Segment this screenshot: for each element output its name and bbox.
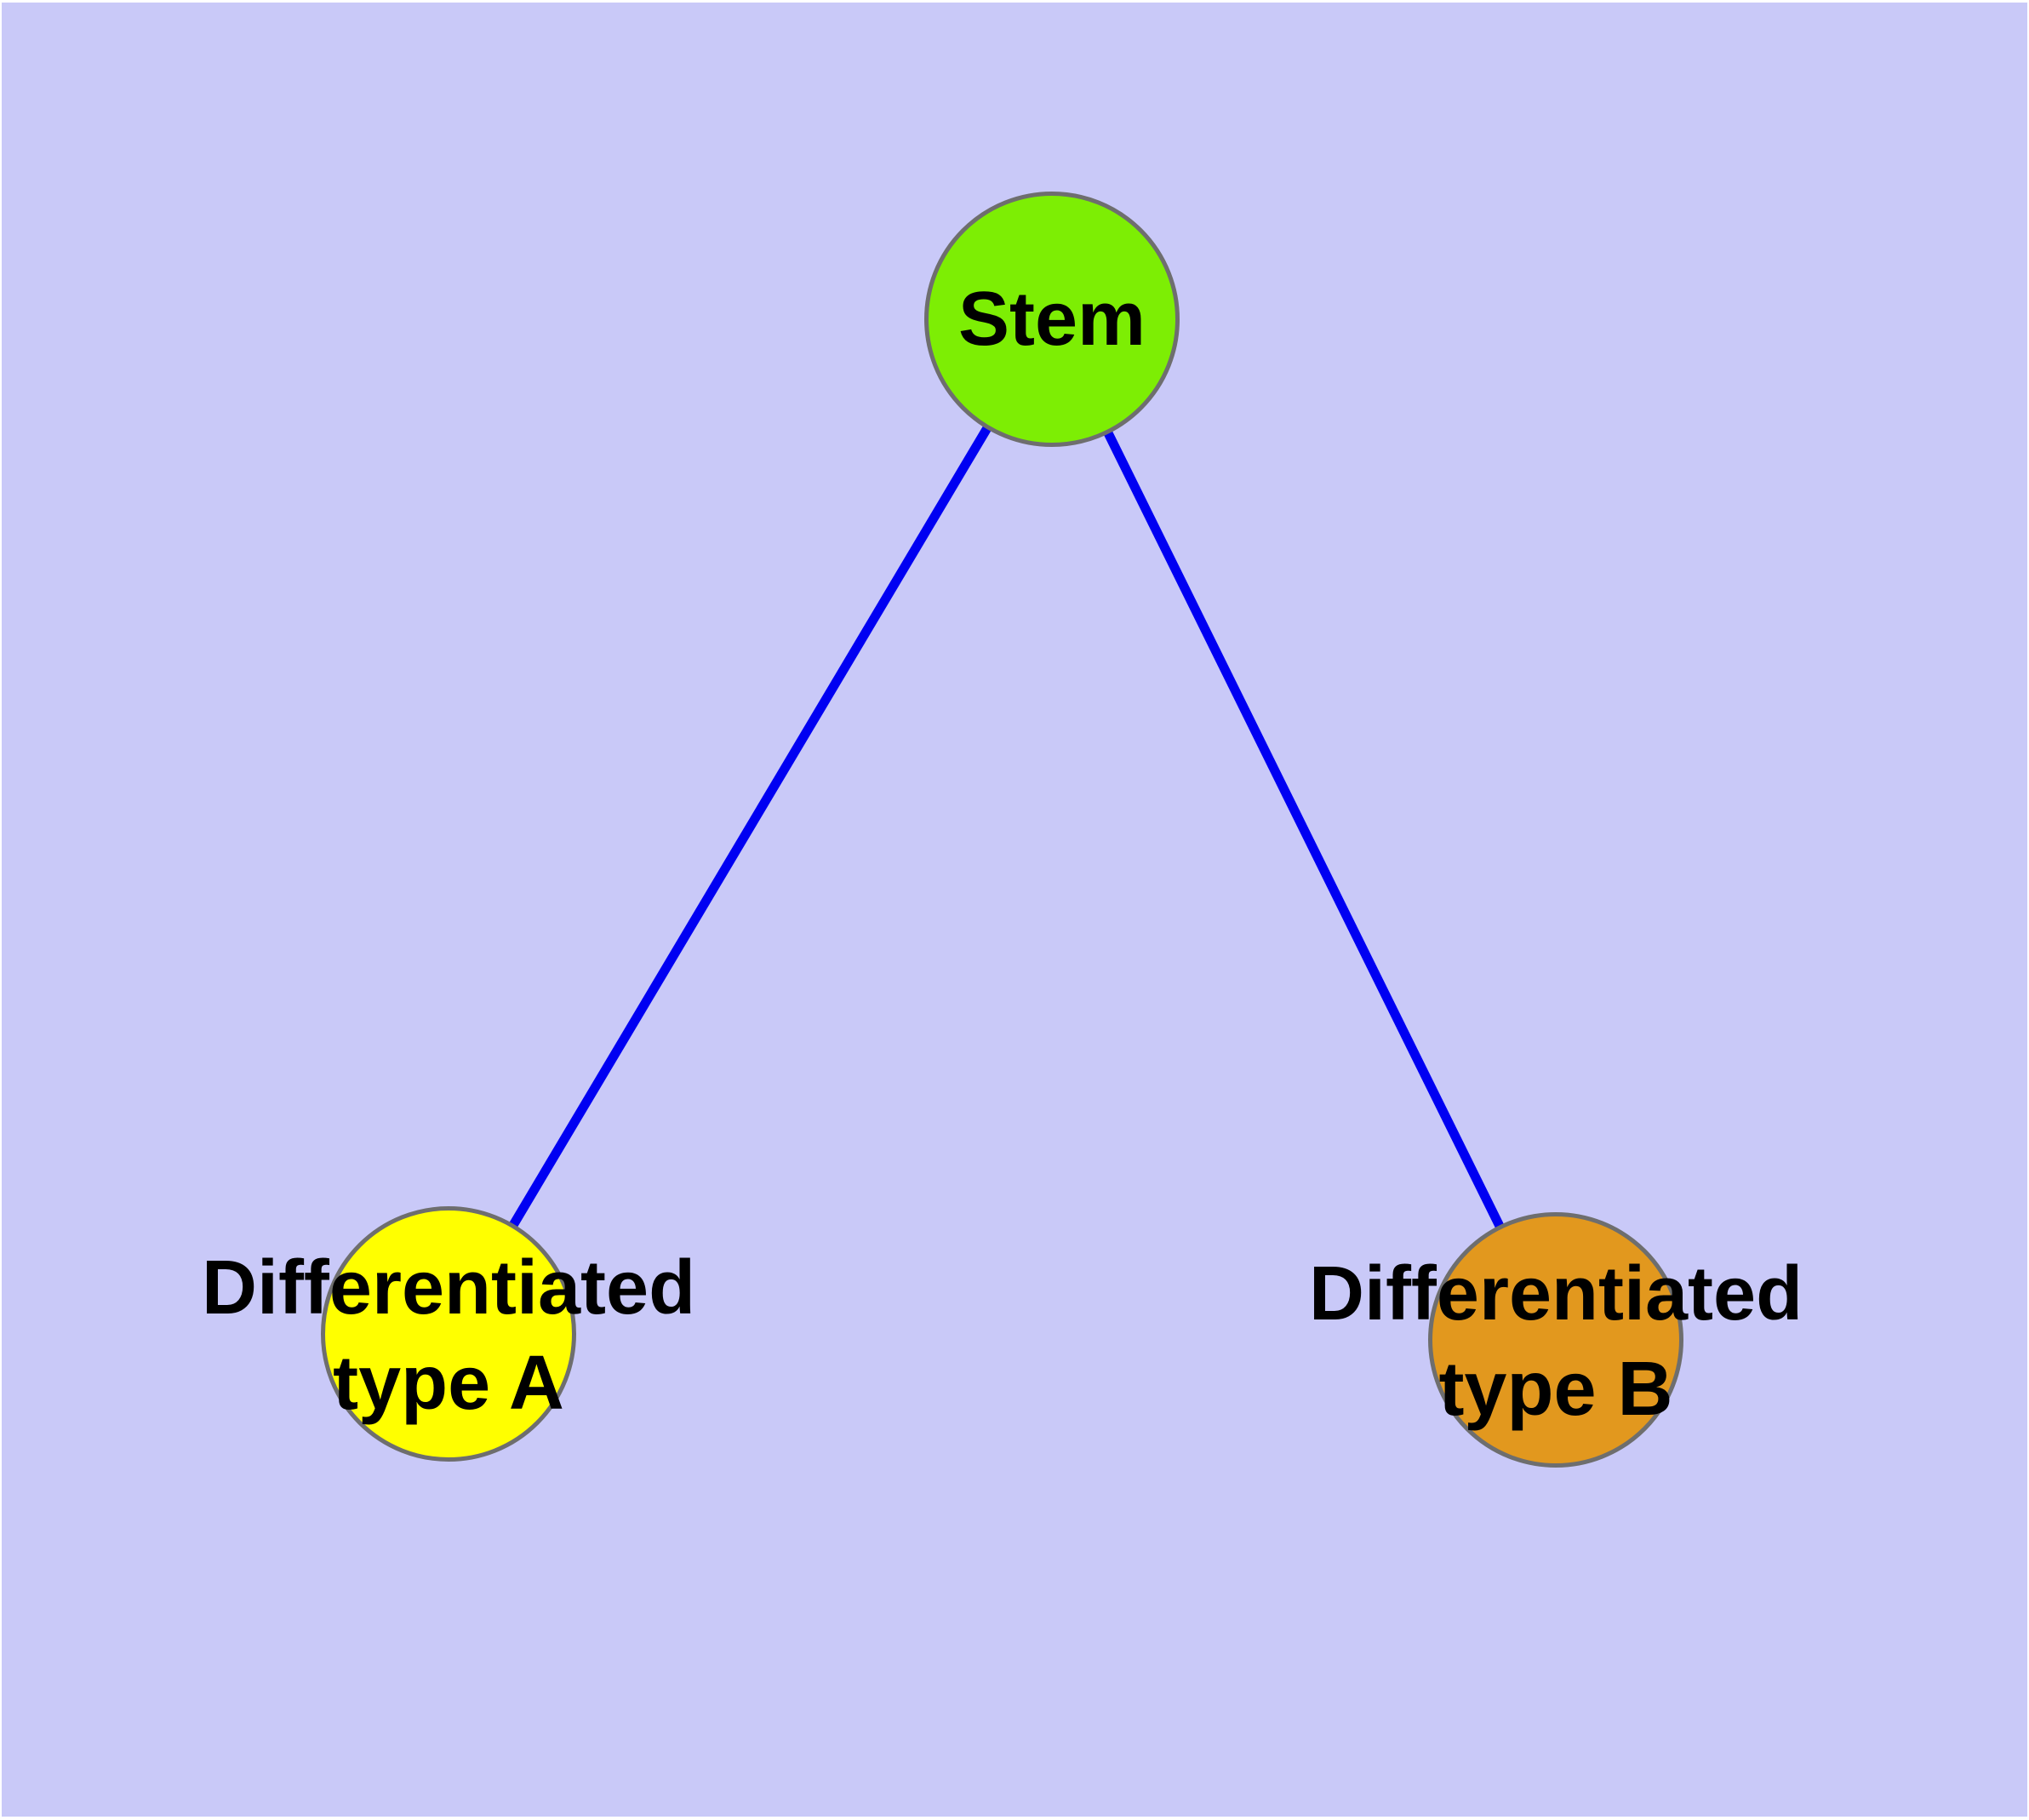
edge-layer [444,317,1560,1342]
node-differentiated-type-b-label-line1: Differentiated [1308,1251,1803,1336]
node-differentiated-type-b-label: Differentiated type B [1309,1246,1803,1437]
node-stem: Stem [924,192,1180,447]
node-differentiated-type-a [321,1206,576,1462]
node-differentiated-type-b [1428,1212,1683,1468]
edge-stem-to-type-a [444,317,1056,1336]
node-differentiated-type-a-label: Differentiated type A [202,1240,695,1431]
node-differentiated-type-b-label-line2: type B [1438,1347,1673,1432]
edge-stem-to-type-b [1048,317,1560,1342]
node-stem-label: Stem [957,277,1146,362]
node-differentiated-type-a-label-line1: Differentiated [201,1245,696,1331]
diagram-canvas: Stem Differentiated type A Differentiate… [2,3,2027,1817]
node-differentiated-type-a-label-line2: type A [333,1341,564,1426]
